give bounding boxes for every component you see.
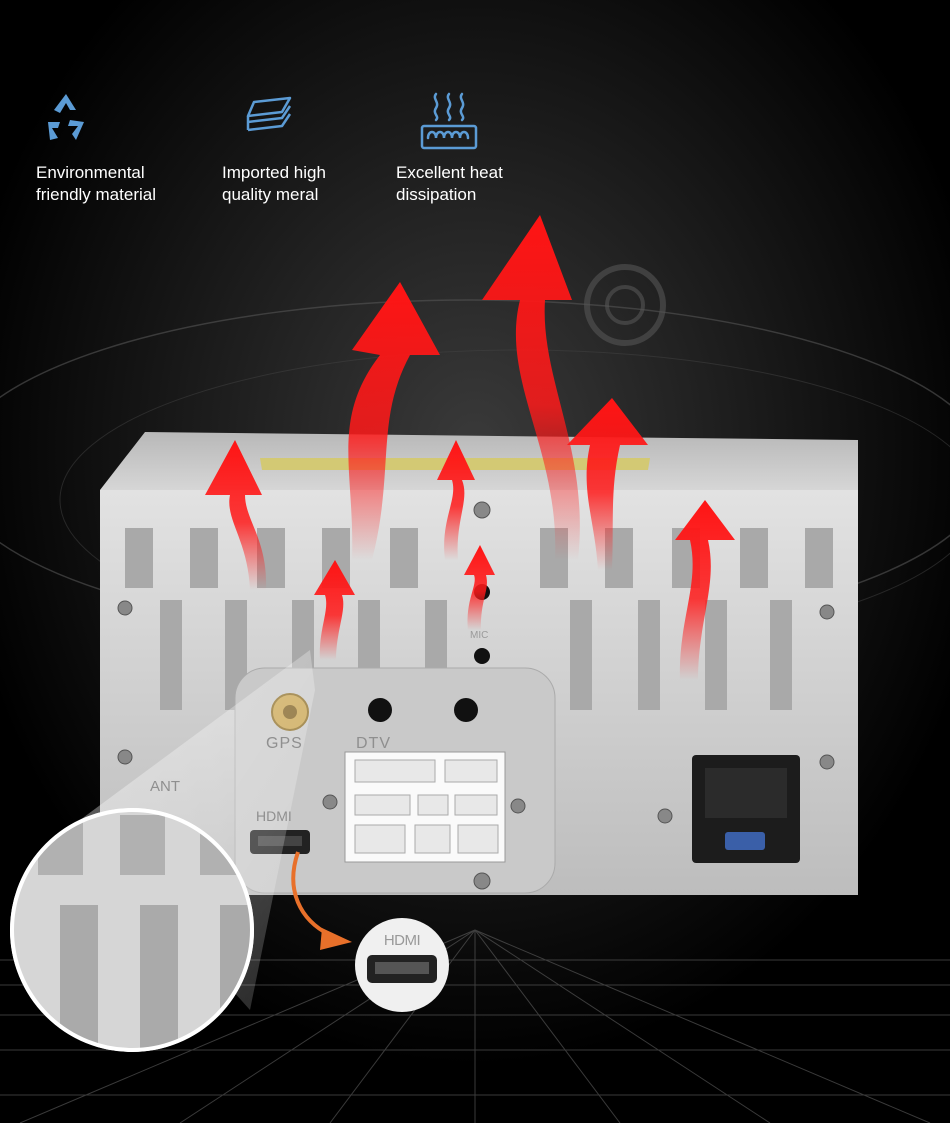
ant-label: ANT bbox=[150, 778, 180, 795]
gps-label: GPS bbox=[266, 735, 303, 752]
layers-icon bbox=[244, 88, 300, 148]
feature-eco-label: Environmental friendly material bbox=[36, 163, 156, 204]
feature-heat-label: Excellent heat dissipation bbox=[396, 163, 503, 204]
dtv-label: DTV bbox=[356, 735, 391, 752]
screws bbox=[117, 501, 835, 890]
heat-arrows bbox=[205, 215, 735, 680]
feature-metal-label: Imported high quality meral bbox=[222, 163, 326, 204]
callout-arrow bbox=[291, 851, 331, 937]
speaker-graphic bbox=[584, 264, 666, 346]
hdmi-callout: HDMI bbox=[355, 918, 449, 1012]
iso-connector bbox=[692, 755, 800, 863]
hdmi-callout-label: HDMI bbox=[383, 932, 421, 949]
recycle-icon bbox=[36, 88, 96, 148]
dtv-connector bbox=[344, 751, 506, 863]
heat-dissipation-icon bbox=[418, 88, 480, 152]
mic-label: MIC bbox=[470, 630, 489, 641]
zoom-magnifier bbox=[10, 808, 254, 1052]
hdmi-label: HDMI bbox=[256, 808, 292, 824]
